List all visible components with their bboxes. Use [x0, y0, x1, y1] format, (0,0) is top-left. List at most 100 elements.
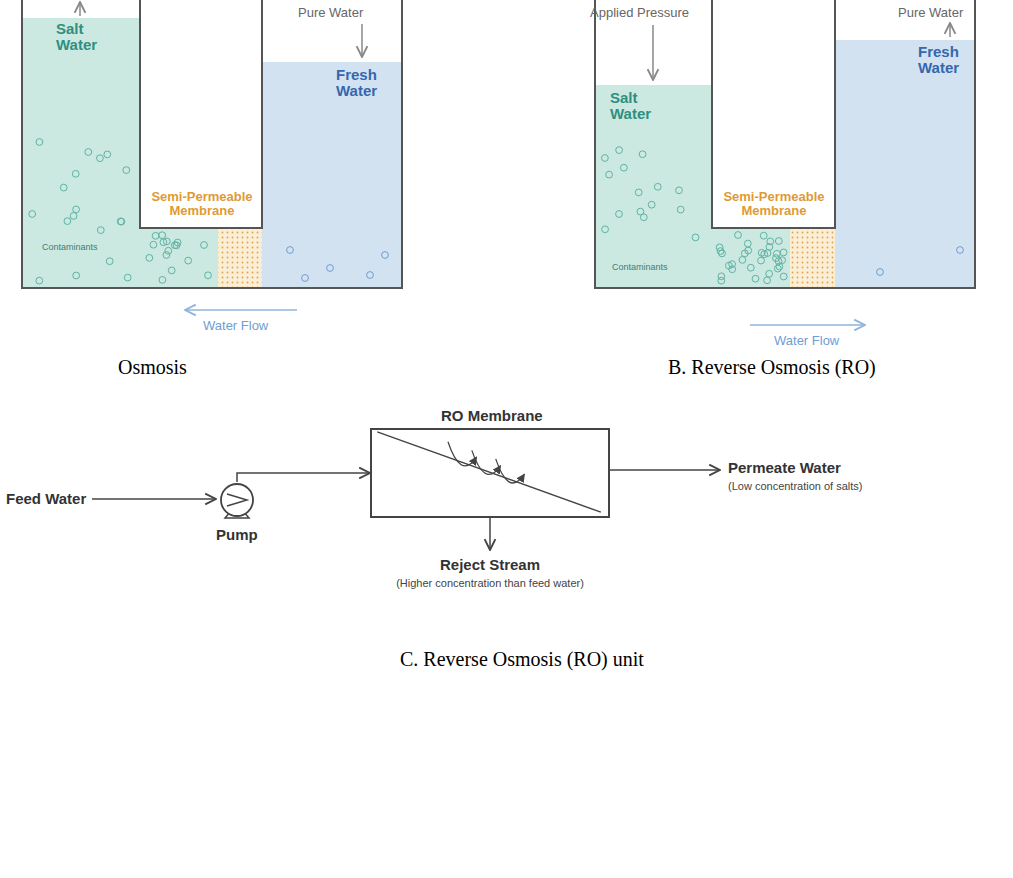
contaminant-dot: [957, 247, 964, 254]
caption: C. Reverse Osmosis (RO) unit: [400, 648, 644, 671]
contaminant-dot: [735, 232, 742, 239]
pressure-arrow: [652, 25, 654, 80]
flow-connector: [237, 473, 370, 482]
permeate-arrow: [610, 469, 720, 471]
contaminant-dot: [124, 274, 131, 281]
contaminant-dot: [185, 257, 192, 264]
contaminant-dot: [146, 255, 153, 262]
contaminant-dot: [85, 149, 92, 156]
membrane: [790, 229, 835, 287]
flow-label: Pure Water: [298, 5, 363, 20]
contaminant-dot: [767, 238, 774, 245]
contaminant-dot: [73, 206, 80, 213]
contaminant-dot: [168, 267, 175, 274]
contaminant-dot: [73, 272, 80, 279]
permeation-arrow: [496, 459, 525, 483]
stream-label: Reject Stream: [420, 556, 560, 573]
inflow-arrow: [361, 24, 363, 57]
note-label: (Higher concentration than feed water): [370, 577, 610, 589]
contaminant-dot: [72, 170, 79, 177]
contaminant-dot: [159, 232, 166, 239]
membrane-line: [377, 432, 601, 512]
contaminant-dot: [780, 249, 787, 256]
contaminant-dot: [774, 250, 781, 257]
stream-label: Feed Water: [6, 490, 86, 507]
contaminant-dot: [719, 250, 726, 257]
contaminant-dot: [877, 269, 884, 276]
contaminant-dot: [287, 247, 294, 254]
contaminant-dot: [744, 240, 751, 247]
contaminant-dot: [766, 270, 773, 277]
contaminant-dot: [117, 218, 124, 225]
flow-arrow: [185, 309, 297, 311]
contaminant-dot: [616, 211, 623, 218]
contaminant-dot: [616, 147, 623, 154]
contaminant-dot: [739, 257, 746, 264]
contaminant-dot: [159, 277, 166, 284]
node-shape: [372, 430, 608, 516]
permeation-arrow: [472, 450, 501, 474]
permeation-arrow: [448, 442, 477, 466]
contaminant-dot: [123, 167, 130, 174]
contaminant-dot: [676, 187, 683, 194]
contaminant-dot: [36, 277, 43, 284]
contaminant-dot: [764, 277, 771, 284]
contaminant-dot: [382, 252, 389, 259]
contaminant-dot: [741, 250, 748, 257]
fresh-water: [262, 62, 401, 287]
contaminant-dot: [163, 252, 170, 259]
region-label: Fresh Water: [918, 44, 973, 76]
contaminant-dot: [29, 211, 36, 218]
level-arrow: [79, 2, 81, 16]
contaminant-dot: [747, 264, 754, 271]
contaminant-dot: [602, 155, 609, 162]
contaminant-dot: [639, 151, 646, 158]
contaminant-dot: [692, 234, 699, 241]
contaminant-dot: [201, 242, 208, 249]
contaminant-dot: [602, 226, 609, 233]
pump-label: Pump: [216, 526, 258, 543]
reject-arrow: [489, 518, 491, 550]
contaminant-dot: [150, 241, 157, 248]
contaminant-dot: [606, 171, 613, 178]
contaminant-dot: [327, 265, 334, 272]
contaminant-dot: [60, 184, 67, 191]
flow-label: Water Flow: [774, 333, 839, 348]
note-label: Contaminants: [42, 242, 98, 252]
region-label: Fresh Water: [336, 67, 391, 99]
fresh-water: [835, 40, 974, 287]
note-label: (Low concentration of salts): [728, 480, 863, 492]
contaminant-dot: [152, 232, 159, 239]
tank-divider: [140, 0, 262, 228]
ro-unit-lines: [92, 470, 720, 550]
contaminant-dot: [163, 238, 170, 245]
flow-label: Pure Water: [898, 5, 963, 20]
membrane-label: Semi-Permeable Membrane: [146, 190, 258, 219]
membrane-label: Semi-Permeable Membrane: [718, 190, 830, 219]
contaminant-dot: [780, 273, 787, 280]
note-label: Contaminants: [612, 262, 668, 272]
osmosis-tank: [22, 0, 402, 310]
flow-arrow: [750, 324, 865, 326]
contaminant-dot: [752, 275, 759, 282]
membrane-unit: RO Membrane: [370, 428, 610, 518]
ro-tank: [595, 0, 975, 325]
caption: B. Reverse Osmosis (RO): [668, 356, 876, 379]
tank-divider: [712, 0, 835, 228]
feed-arrow: [92, 498, 216, 500]
contaminant-dot: [718, 277, 725, 284]
membrane: [218, 229, 262, 287]
tank-outline: [22, 0, 402, 288]
contaminant-dot: [106, 258, 113, 265]
unit-heading: RO Membrane: [441, 407, 543, 424]
pump-body: [221, 484, 253, 516]
contaminant-dot: [302, 275, 309, 282]
contaminant-dot: [758, 257, 765, 264]
pump-mark: [227, 494, 247, 506]
contaminant-dot: [648, 201, 655, 208]
contaminant-dot: [118, 218, 125, 225]
contaminant-dot: [104, 151, 111, 158]
